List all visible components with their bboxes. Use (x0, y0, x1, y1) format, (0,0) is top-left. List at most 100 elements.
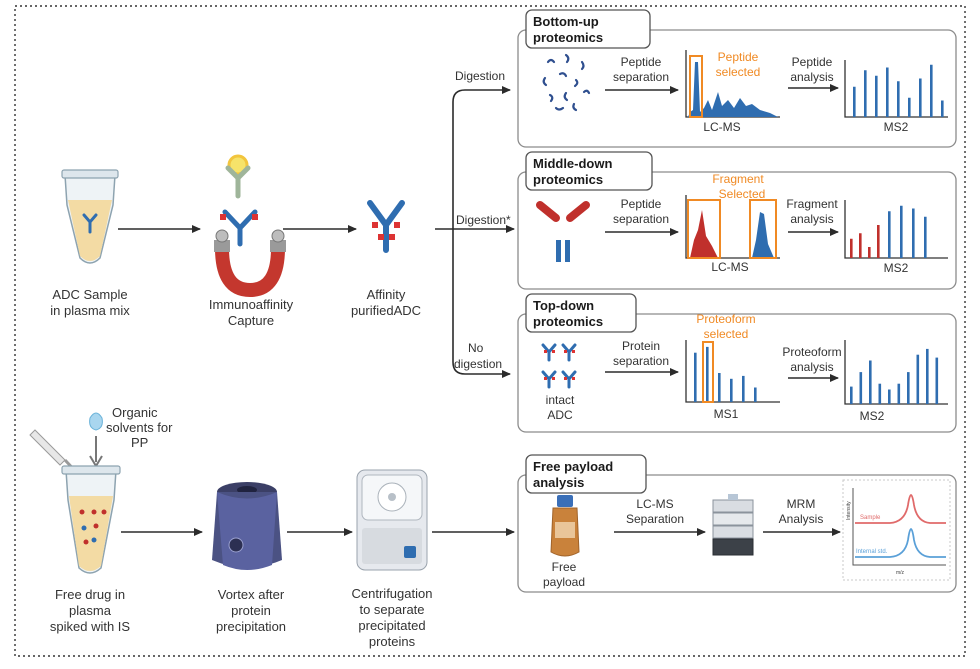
free-payload-item-line2: payload (543, 575, 585, 589)
branch-connector (435, 86, 515, 378)
top-down-ms2-peak-7 (907, 372, 910, 404)
free-drug-label-line3: spiked with IS (50, 619, 131, 634)
adc-sample-label-line1: ADC Sample (52, 287, 127, 302)
free-payload-title-line2: analysis (533, 475, 584, 490)
top-down-step2-line1: Proteoform (782, 345, 841, 359)
bottom-up-step2-line1: Peptide (792, 55, 833, 69)
bottom-up-ms2-spectrum (844, 60, 948, 118)
vortex-label-line2: protein (231, 603, 271, 618)
immunoaffinity-label-line2: Capture (228, 313, 274, 328)
free-payload-step2-line2: Analysis (779, 512, 824, 526)
middle-down-chrom-label: LC-MS (711, 260, 748, 274)
outer-frame (14, 5, 966, 657)
centrifugation-label-line3: precipitated (358, 618, 425, 633)
mrm-legend-sample: Sample (860, 515, 881, 521)
bottom-up-ms2-peak-4 (886, 67, 889, 117)
free-payload-step1-line2: Separation (626, 512, 684, 526)
top-down-ms2-peak-5 (888, 389, 891, 404)
bottom-up-step1-line1: Peptide (621, 55, 662, 69)
centrifugation-label-line1: Centrifugation (352, 586, 433, 601)
vortex-label-line3: precipitation (216, 619, 286, 634)
bottom-up-ms2-peak-9 (941, 100, 944, 117)
bottom-up-step2-line2: analysis (790, 70, 833, 84)
bottom-up-selected-line1: Peptide (718, 50, 759, 64)
middle-down-step1-line1: Peptide (621, 197, 662, 211)
free-drug-label-line1: Free drug in (55, 587, 125, 602)
middle-down-ms2-blue-peak-4 (924, 216, 927, 258)
intact-adc-label-line1: intact (546, 393, 575, 407)
free-payload-step1-line1: LC-MS (636, 497, 673, 511)
bottom-up-ms2-peak-7 (919, 78, 922, 117)
top-down-ms2-peak-9 (926, 348, 929, 404)
bottom-up-ms2-peak-2 (864, 70, 867, 117)
top-down-ms1-peak-3 (718, 373, 721, 402)
peptide-fragments-icon (542, 53, 591, 112)
centrifuge-icon (356, 469, 428, 571)
affinity-purified-adc-icon (367, 200, 405, 253)
free-payload-step2-line1: MRM (787, 497, 816, 511)
top-down-ms1-spectrum (685, 340, 780, 403)
panel-bottom-up: Bottom-up proteomics (517, 9, 957, 148)
middle-down-ms-label: MS2 (884, 261, 909, 275)
antibody-fragments-icon (536, 201, 590, 262)
mrm-x-axis-label: m/z (896, 570, 905, 576)
middle-down-ms2-blue-peak-3 (912, 208, 915, 258)
branch-digestion-label: Digestion (455, 69, 505, 83)
middle-down-selected-line2: Selected (719, 187, 766, 201)
bottom-up-selected-line2: selected (716, 65, 761, 79)
middle-down-step1-line2: separation (613, 212, 669, 226)
top-down-ms2-peak-8 (916, 354, 920, 404)
payload-vial-icon (550, 495, 580, 557)
mrm-chromatogram (842, 479, 951, 581)
panel-middle-down: Middle-down proteomics (517, 151, 957, 290)
middle-down-selected-line1: Fragment (712, 172, 764, 186)
vortex-mixer-icon (212, 482, 282, 570)
top-down-selected-line2: selected (704, 327, 749, 341)
middle-down-ms2-red-peak-2 (859, 233, 862, 258)
middle-down-ms2-blue-peak-2 (900, 205, 903, 258)
pipette-and-drop-icon (29, 412, 103, 476)
bottom-up-step1-line2: separation (613, 70, 669, 84)
middle-down-step2-line1: Fragment (786, 197, 838, 211)
bottom-up-ms2-peak-8 (930, 64, 933, 117)
lc-ms-instrument-icon (712, 494, 754, 556)
top-down-ms2-peak-3 (869, 360, 872, 404)
free-drug-tube (61, 465, 121, 574)
top-down-ms1-peak-2 (706, 346, 709, 402)
mrm-y-axis-label: Intensity (846, 501, 852, 520)
top-down-selection-box (702, 341, 714, 403)
organic-label-line1: Organic (112, 405, 158, 420)
top-down-step1-line1: Protein (622, 339, 660, 353)
middle-down-ms2-red-peak-3 (868, 247, 871, 258)
organic-label-line2: solvents for (106, 420, 173, 435)
bottom-up-title-line2: proteomics (533, 30, 603, 45)
free-payload-title-line1: Free payload (533, 459, 613, 474)
bottom-up-chrom-label: LC-MS (703, 120, 740, 134)
middle-down-ms2-red-peak-1 (850, 238, 853, 258)
immunoaffinity-capture-illustration (214, 154, 286, 298)
middle-down-title-line1: Middle-down (533, 156, 612, 171)
branch-no-digestion-line1: No (468, 341, 484, 355)
top-down-ms2-peak-4 (878, 383, 882, 404)
bottom-up-chromatogram (685, 50, 780, 118)
top-down-step2-line2: analysis (790, 360, 833, 374)
top-down-selected-line1: Proteoform (696, 312, 755, 326)
free-payload-item-line1: Free (552, 560, 577, 574)
top-down-step1-line2: separation (613, 354, 669, 368)
middle-down-ms2-blue-peak-1 (888, 211, 891, 258)
top-down-ms2-peak-2 (859, 372, 863, 404)
panel-top-down: Top-down proteomics (517, 293, 957, 433)
top-down-ms2-spectrum (844, 340, 948, 405)
organic-label-line3: PP (131, 435, 148, 450)
bottom-up-ms-label: MS2 (884, 120, 909, 134)
affinity-label-line2: purifiedADC (351, 303, 421, 318)
middle-down-ms2-spectrum (844, 200, 948, 259)
top-down-ms2-peak-1 (850, 386, 853, 404)
bottom-up-ms2-peak-6 (908, 97, 911, 117)
top-down-chrom-label: MS1 (714, 407, 739, 421)
top-down-ms1-peak-4 (730, 378, 733, 402)
adc-sample-tube (61, 169, 119, 264)
immunoaffinity-label-line1: Immunoaffinity (209, 297, 294, 312)
intact-adc-icons (541, 343, 577, 389)
top-down-ms2-peak-6 (897, 383, 901, 404)
